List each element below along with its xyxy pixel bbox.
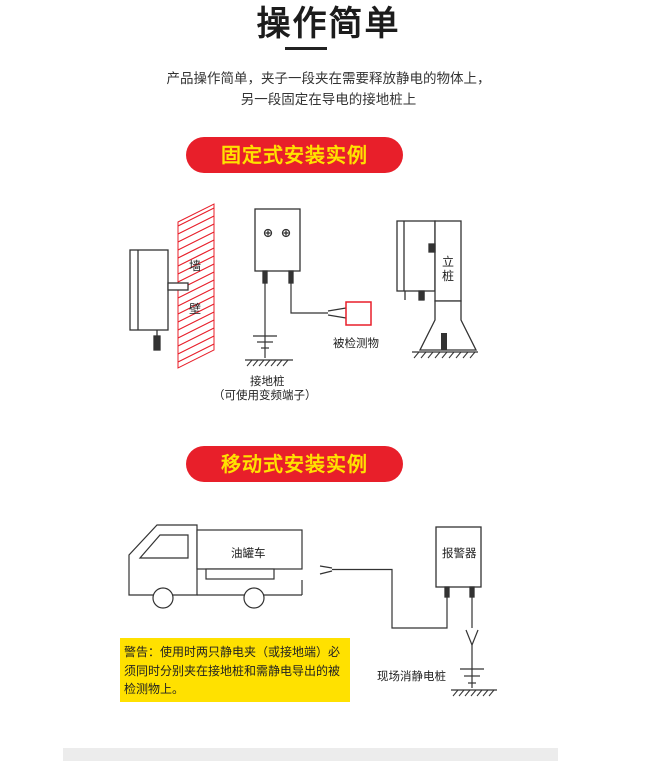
wall-label-2: 壁 xyxy=(188,302,201,316)
pillar-ground-hatch xyxy=(413,351,476,359)
bottom-strip xyxy=(63,748,558,761)
description-line-1: 产品操作简单，夹子一段夹在需要释放静电的物体上， xyxy=(166,71,491,87)
description-line-2: 另一段固定在导电的接地桩上 xyxy=(240,92,417,108)
pillar-label-1: 立 xyxy=(441,255,454,269)
fixed-install-heading: 固定式安装实例 xyxy=(186,137,403,173)
page-title: 操作简单 xyxy=(256,4,401,44)
detected-object-box xyxy=(345,301,372,326)
pillar-device xyxy=(396,220,478,353)
wall-hatch xyxy=(177,203,215,369)
site-ground-label: 现场消静电桩 xyxy=(377,669,446,683)
alarm-label: 报警器 xyxy=(442,546,477,560)
ground-device xyxy=(254,208,301,284)
mobile-install-heading: 移动式安装实例 xyxy=(186,446,403,482)
ground-pile-label: 接地桩 xyxy=(250,374,285,388)
ground-hatch xyxy=(246,359,289,367)
warning-text: 警告：使用时两只静电夹（或接地端）必须同时分别夹在接地桩和需静电导出的被检测物上… xyxy=(124,645,341,696)
tanker-truck-label: 油罐车 xyxy=(231,546,266,560)
wall-label-1: 墙 xyxy=(188,259,201,273)
alarm-device xyxy=(435,526,482,598)
object-wire xyxy=(290,283,347,319)
truck-clamp-wire xyxy=(319,565,448,629)
site-ground-wire xyxy=(451,597,497,691)
ground-pile-note: （可使用变频端子） xyxy=(213,388,317,402)
wall-mounted-device xyxy=(129,249,189,351)
ground-wire xyxy=(245,283,293,361)
title-underline xyxy=(285,47,327,50)
detected-object-label: 被检测物 xyxy=(333,336,379,350)
site-ground-hatch xyxy=(452,689,495,697)
warning-box: 警告：使用时两只静电夹（或接地端）必须同时分别夹在接地桩和需静电导出的被检测物上… xyxy=(120,638,350,702)
pillar-label-2: 桩 xyxy=(441,269,454,283)
tanker-truck xyxy=(128,524,303,609)
